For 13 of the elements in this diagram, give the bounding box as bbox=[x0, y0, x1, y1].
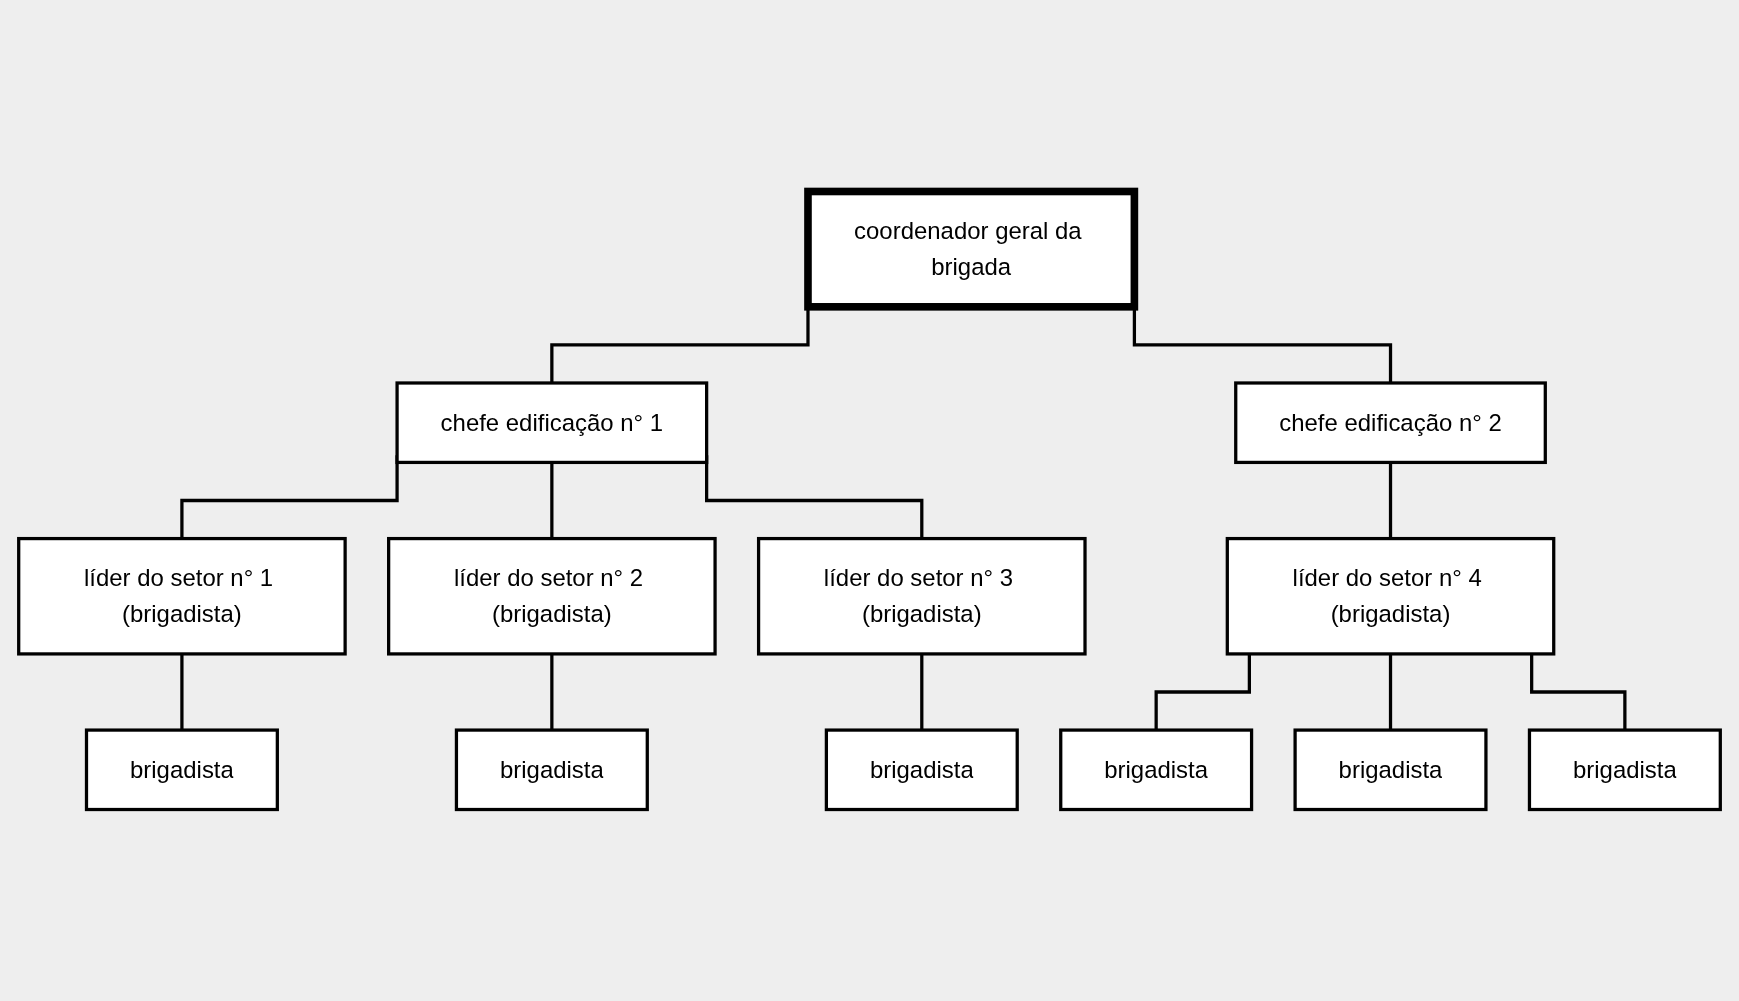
node-box: líder do setor n° 4 (brigadista) bbox=[1225, 536, 1556, 656]
node-box: brigadista bbox=[1059, 728, 1254, 812]
node-box: chefe edificação n° 1 bbox=[395, 381, 709, 465]
node-box: brigadista bbox=[84, 728, 279, 812]
node-box: coordenador geral da brigada bbox=[804, 187, 1139, 311]
node-box: brigadista bbox=[1527, 728, 1722, 812]
node-box: líder do setor n° 3 (brigadista) bbox=[756, 536, 1087, 656]
node-box: brigadista bbox=[824, 728, 1019, 812]
node-box: brigadista bbox=[454, 728, 649, 812]
node-box: líder do setor n° 2 (brigadista) bbox=[387, 536, 717, 656]
node-box: chefe edificação n° 2 bbox=[1234, 381, 1547, 465]
node-box: líder do setor n° 1 (brigadista) bbox=[17, 536, 347, 656]
node-box: brigadista bbox=[1293, 728, 1488, 812]
